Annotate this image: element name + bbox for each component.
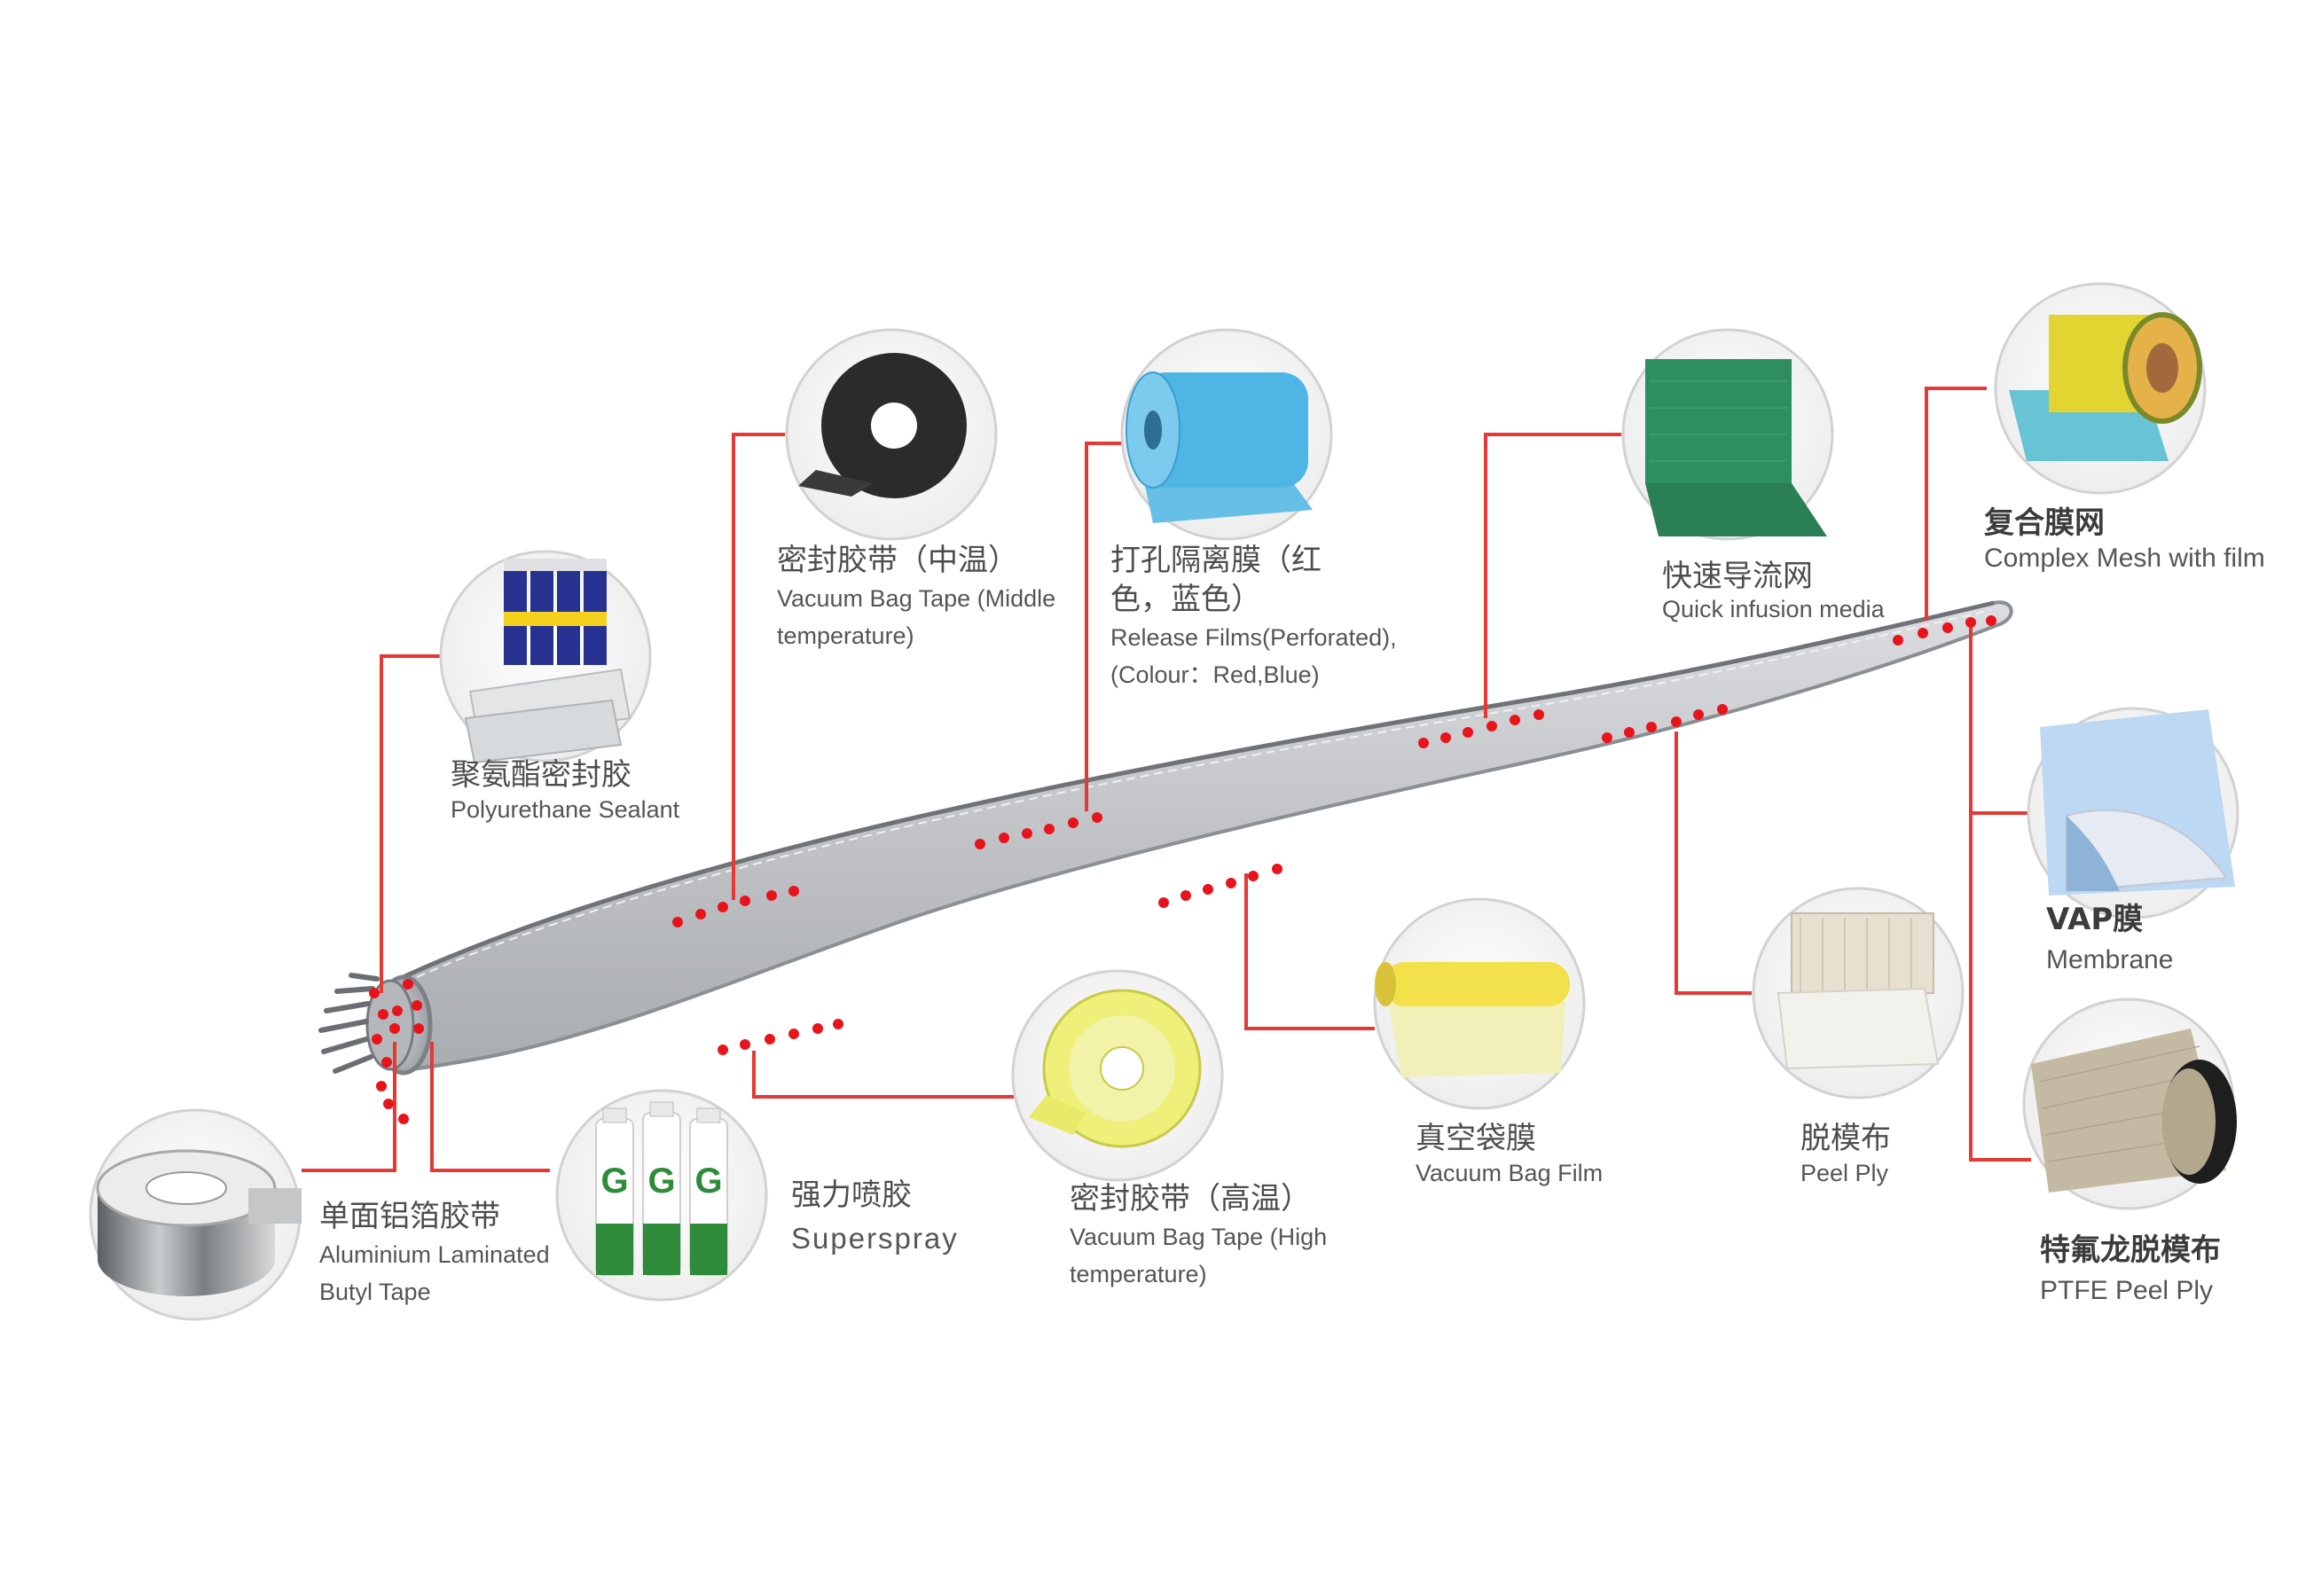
label-cn: 复合膜网 <box>1984 505 2105 541</box>
dots-release-films <box>975 812 1102 849</box>
leader-vacuum-bag-film <box>1244 873 1375 1030</box>
yellow-film-roll-icon <box>1375 962 1570 1077</box>
blade-leading-edge <box>396 600 1995 982</box>
label-en-line1: Release Films(Perforated), <box>1110 624 1397 651</box>
green-mesh-roll-icon <box>1645 359 1827 536</box>
label-en-line1: PTFE Peel Ply <box>2040 1276 2214 1305</box>
label-ptfe-peel-ply: 特氟龙脱模布 PTFE Peel Ply <box>2040 1228 2221 1310</box>
leader-aluminium-tape <box>302 1042 396 1172</box>
label-vap-membrane: VAP膜 Membrane <box>2046 897 2173 979</box>
blue-membrane-sheet-icon <box>2040 709 2235 896</box>
label-pu-sealant: 聚氨酯密封胶 Polyurethane Sealant <box>451 755 679 825</box>
label-cn: 真空袋膜 <box>1416 1121 1536 1156</box>
label-cn: VAP膜 <box>2046 902 2144 937</box>
label-vbt-high: 密封胶带（高温） Vacuum Bag Tape (High temperatu… <box>1070 1179 1327 1293</box>
label-en-line1: Superspray <box>791 1222 959 1255</box>
product-image-vap-membrane <box>2027 707 2239 919</box>
leader-release-films <box>1085 442 1128 811</box>
label-en-line2: temperature) <box>777 622 914 649</box>
blue-film-roll-icon <box>1126 372 1313 523</box>
sealant-tubes-icon <box>464 559 631 764</box>
leader-pu-sealant <box>380 654 448 993</box>
label-en-line1: Quick infusion media <box>1662 596 1885 622</box>
dots-root <box>369 979 424 1124</box>
leader-infusion-media <box>1484 433 1621 718</box>
product-image-vbt-middle <box>785 328 998 541</box>
label-cn: 密封胶带（中温） <box>777 543 1018 578</box>
marker-dots <box>369 615 1996 1124</box>
leader-right-trunk <box>1969 621 2031 1162</box>
label-release-films: 打孔隔离膜（红 色，蓝色） Release Films(Perforated),… <box>1110 541 1397 693</box>
product-image-vacuum-bag-film <box>1373 897 1586 1110</box>
ptfe-fabric-roll-icon <box>2031 1029 2237 1193</box>
root-bolts <box>318 973 380 1074</box>
svg-text:G: G <box>647 1162 675 1201</box>
dots-vbt-middle <box>672 886 799 927</box>
label-cn: 快速导流网 <box>1662 559 1813 594</box>
blade-seam <box>416 609 1992 978</box>
label-en-line1: Membrane <box>2046 945 2174 974</box>
product-image-complex-mesh <box>1994 282 2207 495</box>
dots-tip <box>1893 615 1996 645</box>
label-cn: 单面铝箔胶带 <box>319 1199 500 1234</box>
yellow-green-mesh-roll-icon <box>2009 312 2202 461</box>
label-cn: 聚氨酯密封胶 <box>451 757 631 793</box>
leader-vbt-middle <box>732 433 785 900</box>
label-en-line1: Polyurethane Sealant <box>451 796 680 823</box>
white-fabric-roll-icon <box>1777 912 1940 1070</box>
leader-superspray <box>430 1042 550 1172</box>
label-cn: 特氟龙脱模布 <box>2040 1232 2221 1268</box>
dots-vacuum-bag-film <box>1158 864 1282 908</box>
label-en-line1: Complex Mesh with film <box>1984 544 2265 573</box>
label-cn-line1: 打孔隔离膜（红 <box>1110 543 1322 578</box>
product-image-pu-sealant <box>439 550 652 764</box>
label-infusion-media: 快速导流网 Quick infusion media <box>1662 557 1885 622</box>
blade-edge-bottom <box>496 762 1526 1056</box>
leader-lines <box>302 387 2031 1172</box>
aluminium-tape-roll-icon <box>96 1149 302 1296</box>
label-vacuum-bag-film: 真空袋膜 Vacuum Bag Film <box>1416 1119 1603 1188</box>
dots-infusion-media <box>1418 709 1544 748</box>
label-en-line2: (Colour：Red,Blue) <box>1110 661 1320 688</box>
label-en-line2: Butyl Tape <box>319 1279 431 1305</box>
label-en-line2: temperature) <box>1070 1261 1207 1287</box>
product-image-aluminium-tape <box>89 1108 302 1321</box>
spray-can-icon: G G G <box>595 1101 728 1276</box>
black-tape-roll-icon <box>798 353 967 498</box>
label-cn-line2: 色，蓝色） <box>1110 582 1261 617</box>
product-image-ptfe-peel-ply <box>2022 998 2237 1210</box>
label-cn: 密封胶带（高温） <box>1070 1181 1311 1217</box>
label-en-line1: Peel Ply <box>1800 1160 1889 1186</box>
label-cn: 强力喷胶 <box>791 1177 912 1213</box>
svg-text:G: G <box>694 1162 722 1201</box>
label-aluminium-tape: 单面铝箔胶带 Aluminium Laminated Butyl Tape <box>319 1197 550 1310</box>
label-en-line1: Vacuum Bag Tape (High <box>1070 1224 1328 1250</box>
product-image-infusion-media <box>1621 328 1834 541</box>
label-superspray: 强力喷胶 Superspray <box>791 1170 959 1257</box>
label-vbt-middle: 密封胶带（中温） Vacuum Bag Tape (Middle tempera… <box>777 541 1055 654</box>
svg-text:G: G <box>600 1162 628 1201</box>
product-image-peel-ply <box>1752 887 1965 1099</box>
leader-vbt-high <box>752 1051 1018 1099</box>
label-complex-mesh: 复合膜网 Complex Mesh with film <box>1984 504 2265 575</box>
yellow-tape-roll-icon <box>1029 989 1202 1148</box>
leader-complex-mesh <box>1925 387 1987 621</box>
dots-peel-ply <box>1602 704 1728 743</box>
label-peel-ply: 脱模布 Peel Ply <box>1800 1119 1891 1188</box>
product-image-superspray: G G G <box>555 1089 768 1302</box>
dots-vbt-high <box>718 1019 843 1055</box>
leader-peel-ply <box>1675 732 1752 995</box>
label-cn: 脱模布 <box>1800 1121 1891 1156</box>
product-image-release-films <box>1120 328 1333 541</box>
label-en-line1: Aluminium Laminated <box>319 1241 550 1268</box>
product-image-vbt-high <box>1011 969 1224 1182</box>
label-en-line1: Vacuum Bag Tape (Middle <box>777 585 1056 612</box>
label-en-line1: Vacuum Bag Film <box>1416 1160 1604 1186</box>
